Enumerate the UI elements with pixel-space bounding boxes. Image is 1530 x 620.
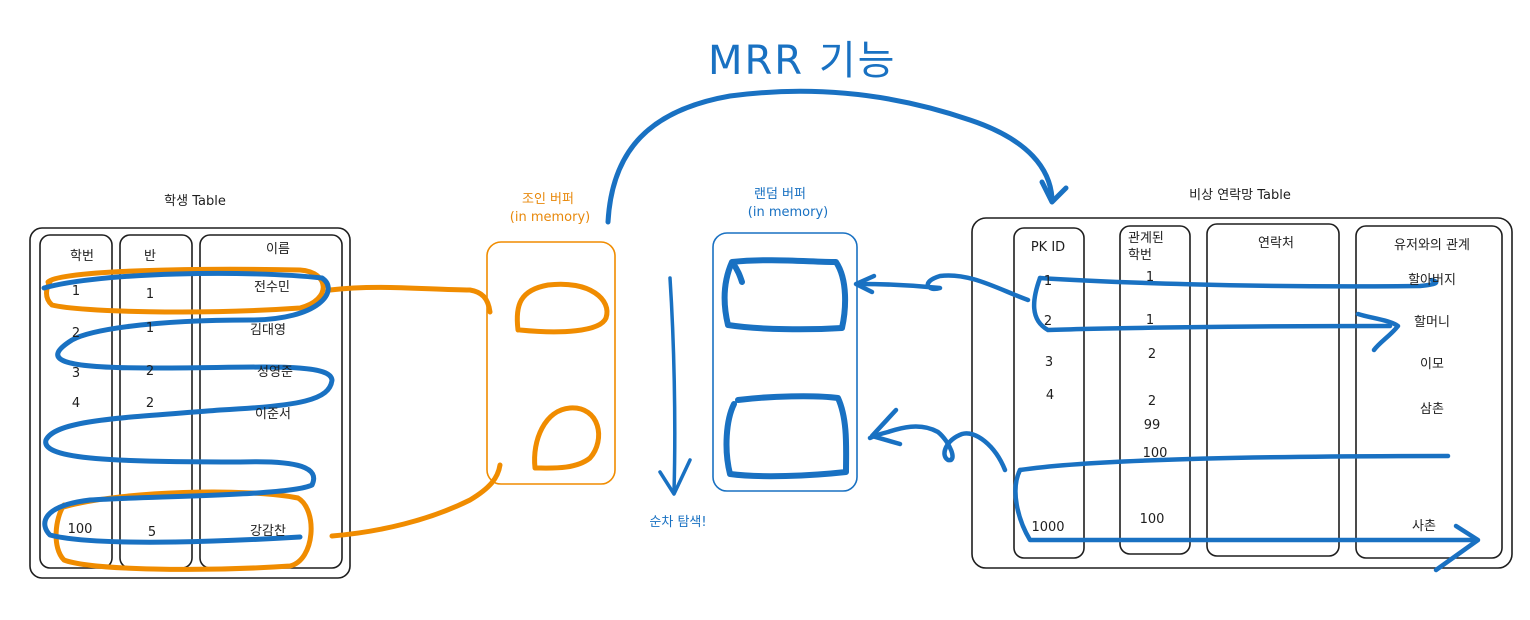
student-header-name: 이름 [266,242,290,257]
student-cell: 성영준 [257,365,293,380]
student-header-class: 반 [144,249,156,264]
contact-pk: 3 [1044,355,1054,370]
student-cell: 전수민 [254,280,290,295]
contact-related: 99 [1143,418,1161,433]
sequential-arrow [658,276,692,496]
contact-related: 2 [1147,394,1157,409]
contact-relation: 사촌 [1412,519,1436,534]
student-cell: 1 [145,321,155,336]
contact-relation: 할아버지 [1408,273,1456,288]
random-buffer-sub: (in memory) [747,205,829,220]
student-scan-strokes [41,270,335,545]
join-to-contact-arrow [605,88,1069,225]
student-cell: 3 [71,366,81,381]
contact-header-relation: 유저와의 관계 [1394,238,1470,253]
contact-related: 100 [1139,512,1165,527]
contact-scan-strokes [853,273,1481,573]
orange-highlights [44,266,610,572]
join-buffer-label: 조인 버퍼 [522,192,574,207]
student-cell: 1 [71,284,81,299]
contact-header-contact: 연락처 [1258,236,1294,251]
contact-table-frame [971,217,1513,569]
student-cell: 5 [147,525,157,540]
diagram-title: MRR 기능 [708,38,897,84]
contact-related: 1 [1145,313,1155,328]
contact-relation: 이모 [1420,357,1444,372]
student-cell: 100 [67,522,93,537]
contact-table-title: 비상 연락망 Table [1189,188,1291,203]
contact-header-related: 관계된 학번 [1128,231,1164,263]
contact-header-pk: PK ID [1030,240,1066,255]
student-cell: 이준서 [255,407,291,422]
sequential-label: 순차 탐색! [649,515,707,530]
student-cell: 4 [71,396,81,411]
student-cell: 2 [145,396,155,411]
random-buffer-label: 랜덤 버퍼 [754,187,806,202]
student-header-id: 학번 [70,249,94,264]
contact-pk: 1 [1043,274,1053,289]
join-buffer-sub: (in memory) [509,210,591,225]
contact-pk: 1000 [1031,520,1065,535]
student-cell: 2 [71,326,81,341]
random-buffer-shapes [721,257,850,480]
contact-related: 1 [1145,270,1155,285]
contact-pk: 4 [1045,388,1055,403]
random-buffer-box [712,232,858,492]
student-table-title: 학생 Table [164,194,226,209]
student-cell: 김대영 [250,323,286,338]
student-cell: 2 [145,364,155,379]
contact-relation: 삼촌 [1420,402,1444,417]
contact-related: 100 [1142,446,1168,461]
contact-related: 2 [1147,347,1157,362]
contact-pk: 2 [1043,314,1053,329]
student-cell: 1 [145,287,155,302]
student-cell: 강감찬 [250,524,286,539]
contact-relation: 할머니 [1414,315,1450,330]
join-buffer-box [486,241,616,485]
